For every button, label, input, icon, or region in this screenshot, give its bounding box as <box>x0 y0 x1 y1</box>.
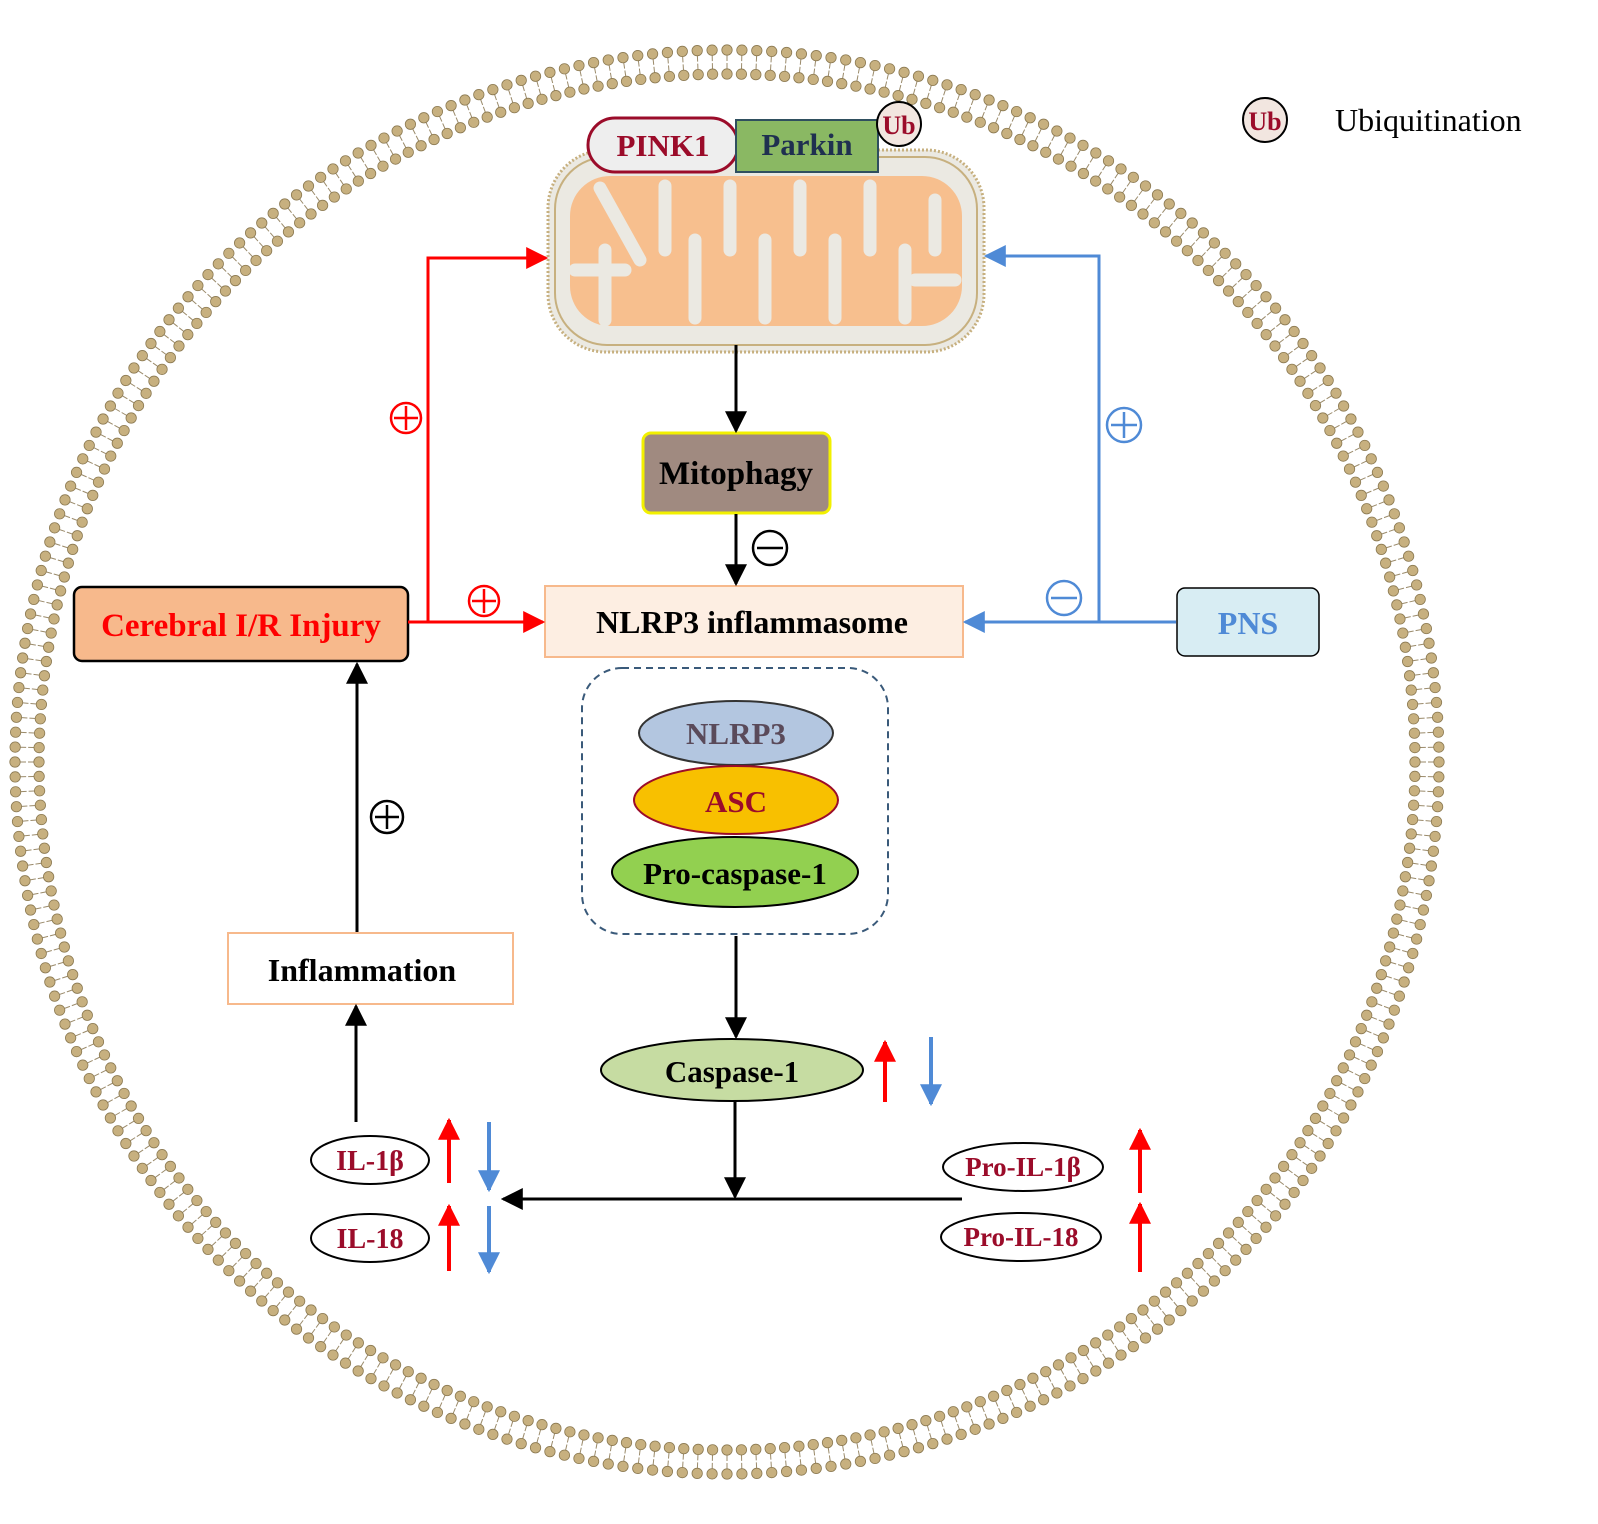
mitophagy-box: Mitophagy <box>641 431 832 515</box>
mitophagy-label: Mitophagy <box>659 456 814 492</box>
cerebral-injury-box: Cerebral I/R Injury <box>72 585 410 663</box>
pro-caspase1-oval <box>611 836 859 908</box>
caspase1-oval: Caspase-1 <box>600 1038 864 1102</box>
legend-ub-icon <box>1242 97 1288 143</box>
plus-sign-red-lower <box>467 584 501 618</box>
pro-il1b-label: Pro-IL-1β <box>965 1152 1081 1182</box>
cerebral-injury-label: Cerebral I/R Injury <box>101 608 381 644</box>
inflammasome-complex: NLRP3 ASC Pro-caspase-1 <box>581 667 889 935</box>
pro-caspase1-label: Pro-caspase-1 <box>643 856 827 891</box>
pink1-capsule: PINK1 <box>586 116 740 174</box>
caspase1-label: Caspase-1 <box>665 1054 799 1089</box>
minus-sign-blue <box>1045 579 1083 617</box>
nlrp3-inflammasome-label: NLRP3 inflammasome <box>596 604 908 640</box>
legend-label: Ubiquitination <box>1335 102 1522 138</box>
il1b-label: IL-1β <box>336 1146 404 1177</box>
nlrp3-label: NLRP3 <box>686 716 786 751</box>
il18-label: IL-18 <box>337 1224 404 1255</box>
pro-il1b-oval: Pro-IL-1β <box>942 1142 1104 1192</box>
plus-sign-red-upper <box>389 401 423 435</box>
il1b-oval: IL-1β <box>310 1135 430 1185</box>
indicator-arrows <box>438 1037 1151 1275</box>
plus-sign-black <box>369 799 405 835</box>
legend-symbol: Ub <box>1248 107 1281 136</box>
asc-label: ASC <box>705 784 767 819</box>
ub-badge: Ub <box>876 101 922 147</box>
arrow-pns-to-mito <box>983 245 1101 622</box>
asc-oval <box>633 765 839 835</box>
minus-sign-black <box>751 529 789 567</box>
regulation-signs <box>369 401 1143 835</box>
ub-badge-label: Ub <box>882 111 915 140</box>
cristae <box>568 179 962 327</box>
arrow-injury-to-mito <box>426 247 549 622</box>
mitochondrion <box>546 148 986 354</box>
pro-il18-label: Pro-IL-18 <box>964 1222 1079 1252</box>
pns-box: PNS <box>1176 587 1320 657</box>
nlrp3-inflammasome-box: NLRP3 inflammasome <box>544 585 964 658</box>
plus-sign-blue <box>1105 406 1143 444</box>
pns-label: PNS <box>1218 605 1278 641</box>
connectors <box>345 245 1176 1210</box>
cell-membrane <box>9 44 1445 1480</box>
pink1-label: PINK1 <box>617 128 710 163</box>
il18-oval: IL-18 <box>310 1213 430 1263</box>
inflammation-box: Inflammation <box>227 932 514 1005</box>
legend: Ub Ubiquitination <box>1242 97 1522 143</box>
parkin-label: Parkin <box>761 127 852 162</box>
inflammation-label: Inflammation <box>268 952 457 988</box>
parkin-box: Parkin <box>735 119 879 173</box>
pro-il18-oval: Pro-IL-18 <box>940 1212 1102 1262</box>
